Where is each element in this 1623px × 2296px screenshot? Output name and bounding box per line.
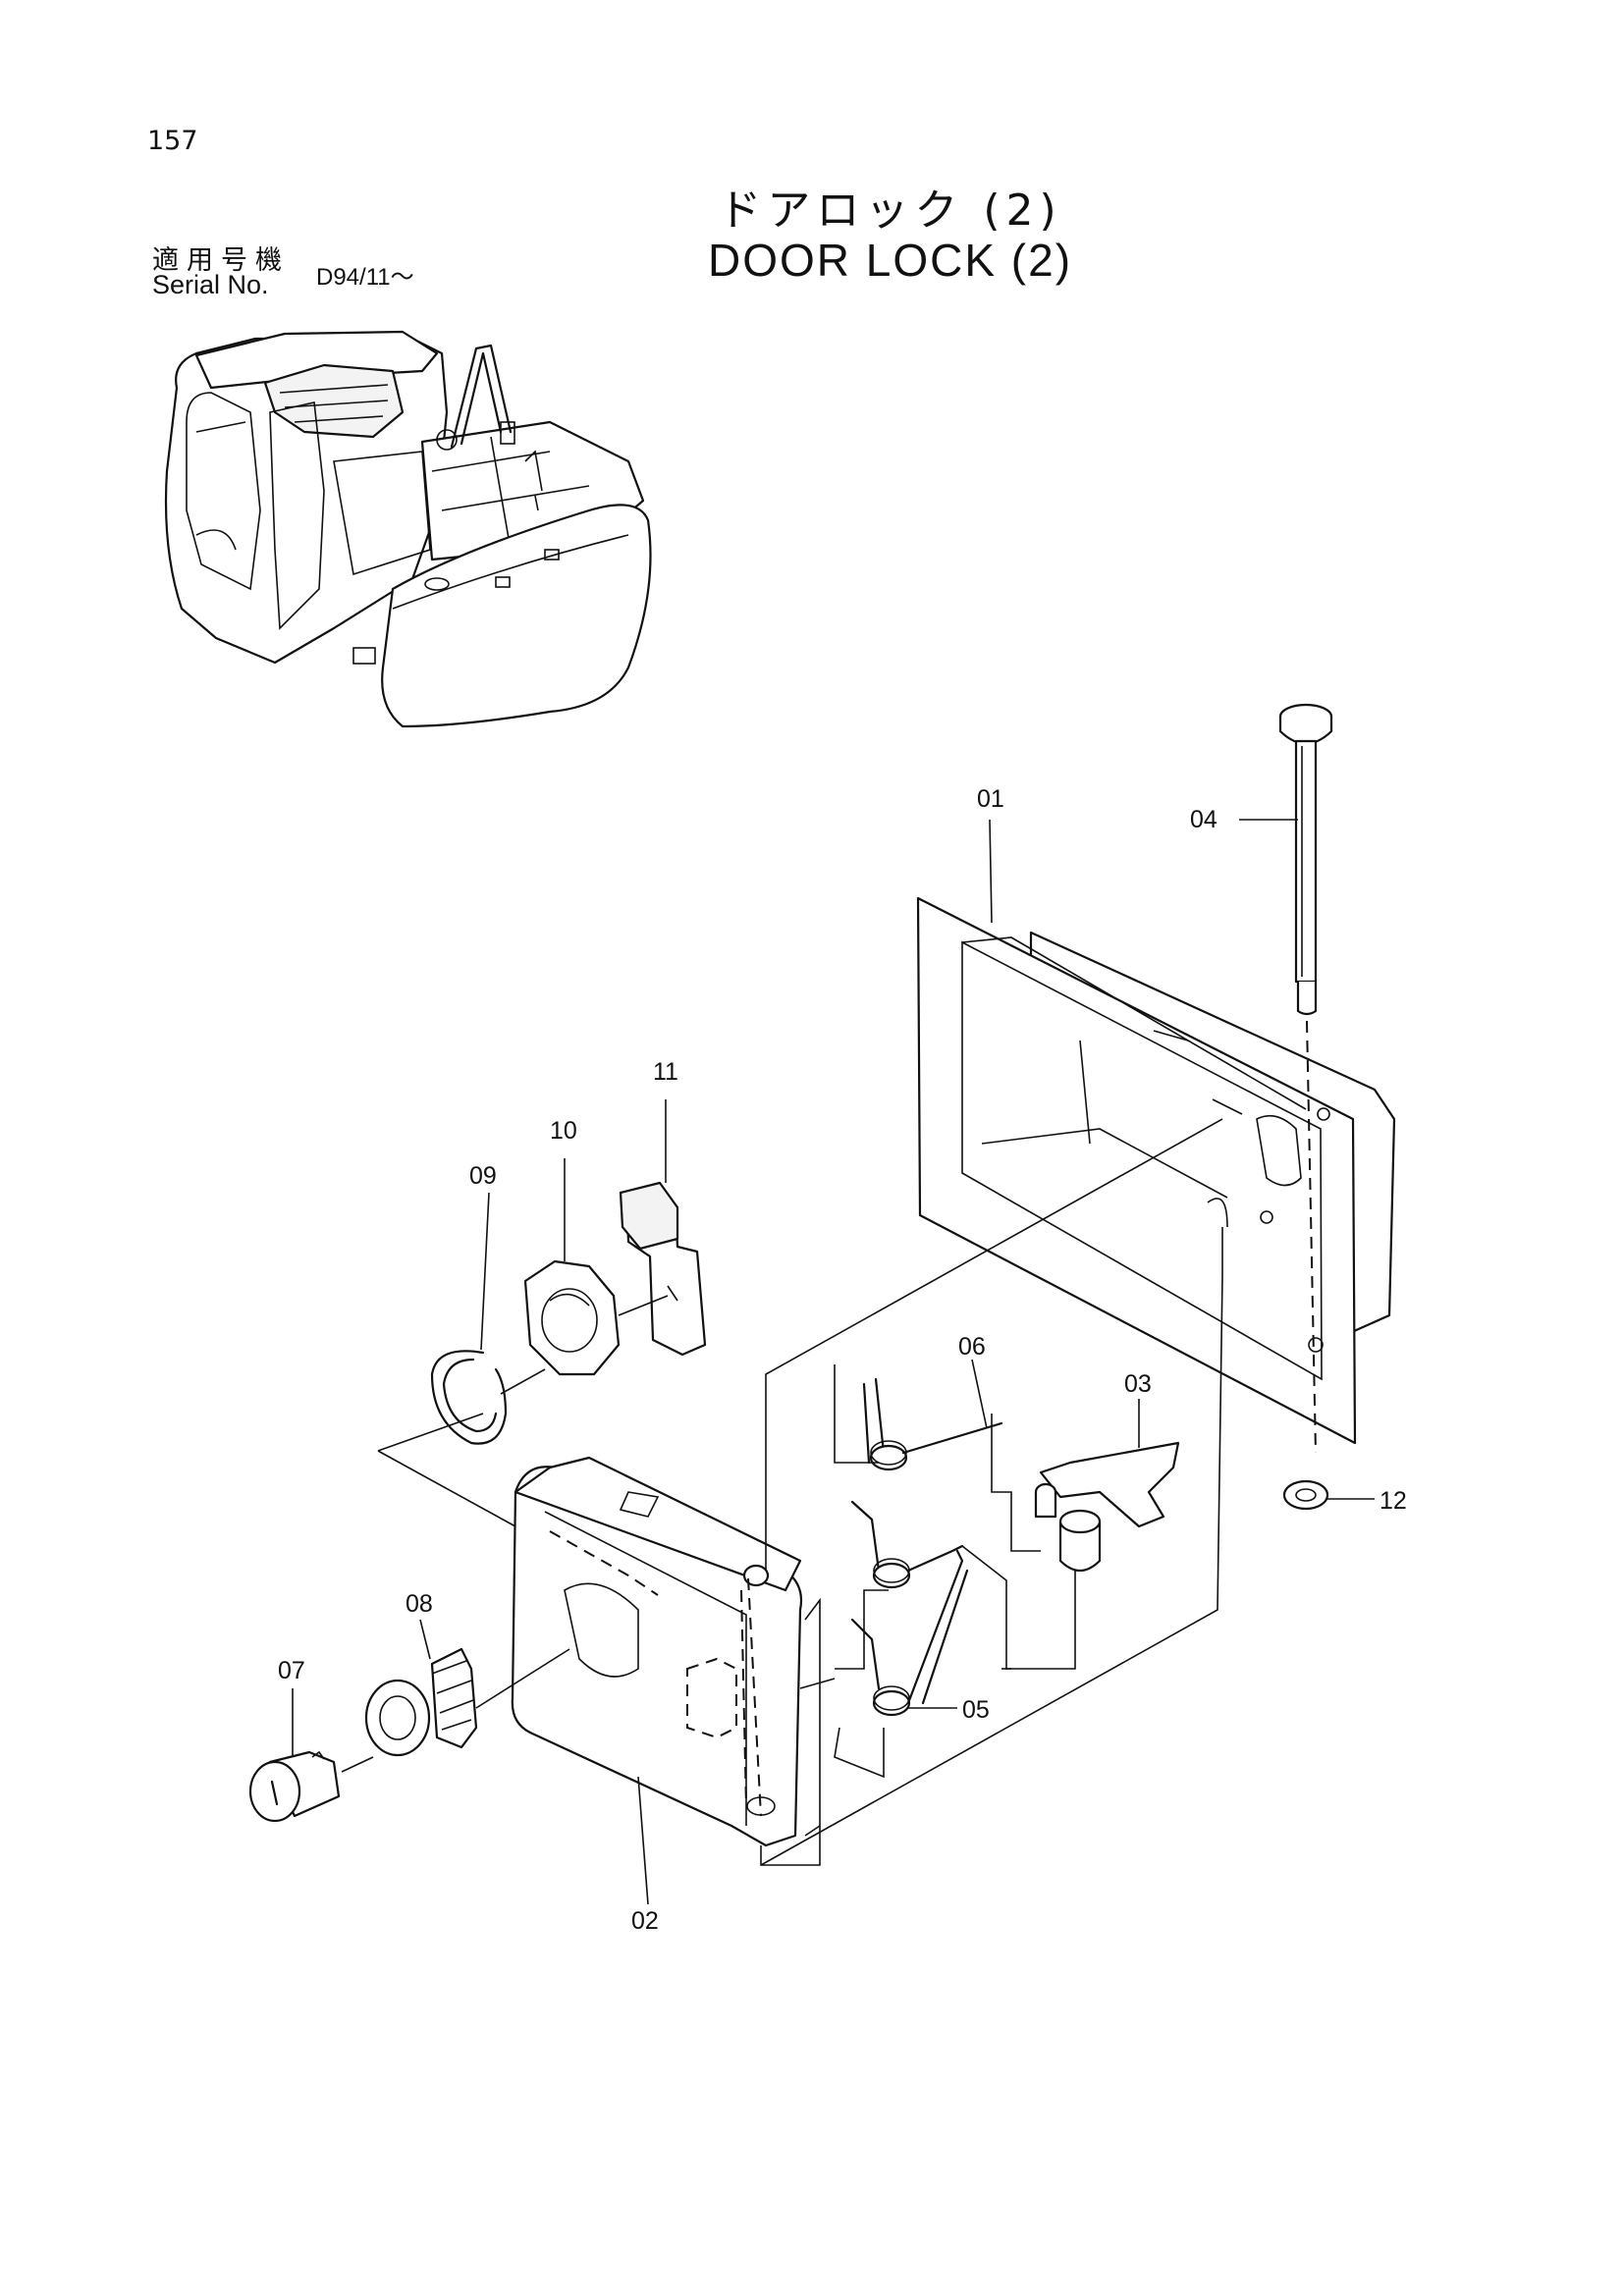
serial-number-value: D94/11～ [316, 264, 414, 291]
part-label-09: 09 [469, 1162, 497, 1190]
part-label-05: 05 [962, 1696, 990, 1724]
part-label-08: 08 [406, 1590, 433, 1618]
part-11-plate [619, 1181, 707, 1357]
part-05-spring-lower [850, 1549, 969, 1717]
part-label-10: 10 [550, 1117, 577, 1145]
part-04-pin [1278, 703, 1333, 1016]
pin-axis-dashed-line [1306, 1020, 1317, 1454]
page-title-japanese: ドアロック (2) [718, 186, 1062, 236]
part-07-key-cylinder [248, 1750, 341, 1823]
part-label-04: 04 [1190, 806, 1217, 833]
lock-body-edge [804, 1597, 821, 1837]
part-02-lock-body [511, 1456, 803, 1847]
part-label-11: 11 [653, 1058, 678, 1086]
part-09-retaining-ring [430, 1350, 508, 1445]
part-12-snap-ring [1282, 1479, 1329, 1511]
assembly-lines [341, 1118, 1223, 1866]
part-03-latch [1034, 1441, 1180, 1573]
serial-label-japanese: 適用号機 [152, 245, 290, 276]
part-label-03: 03 [1124, 1370, 1152, 1398]
part-10-nut [523, 1259, 621, 1376]
lock-body-pin-axis [747, 1577, 762, 1817]
part-label-02: 02 [631, 1907, 659, 1935]
part-08-bushing [364, 1647, 478, 1757]
part-label-06: 06 [958, 1333, 986, 1361]
page-number: 157 [147, 126, 198, 156]
excavator-overview-illustration [164, 330, 652, 728]
leader-lines [292, 819, 1375, 1905]
part-05-spring-middle [850, 1500, 964, 1589]
part-label-12: 12 [1380, 1487, 1407, 1515]
part-06-spring-upper [862, 1377, 1003, 1471]
part-label-07: 07 [278, 1657, 305, 1684]
serial-label-english: Serial No. [152, 270, 269, 299]
part-label-01: 01 [977, 785, 1004, 813]
part-01-lock-housing [916, 896, 1396, 1445]
page-title-english: DOOR LOCK (2) [707, 235, 1073, 286]
